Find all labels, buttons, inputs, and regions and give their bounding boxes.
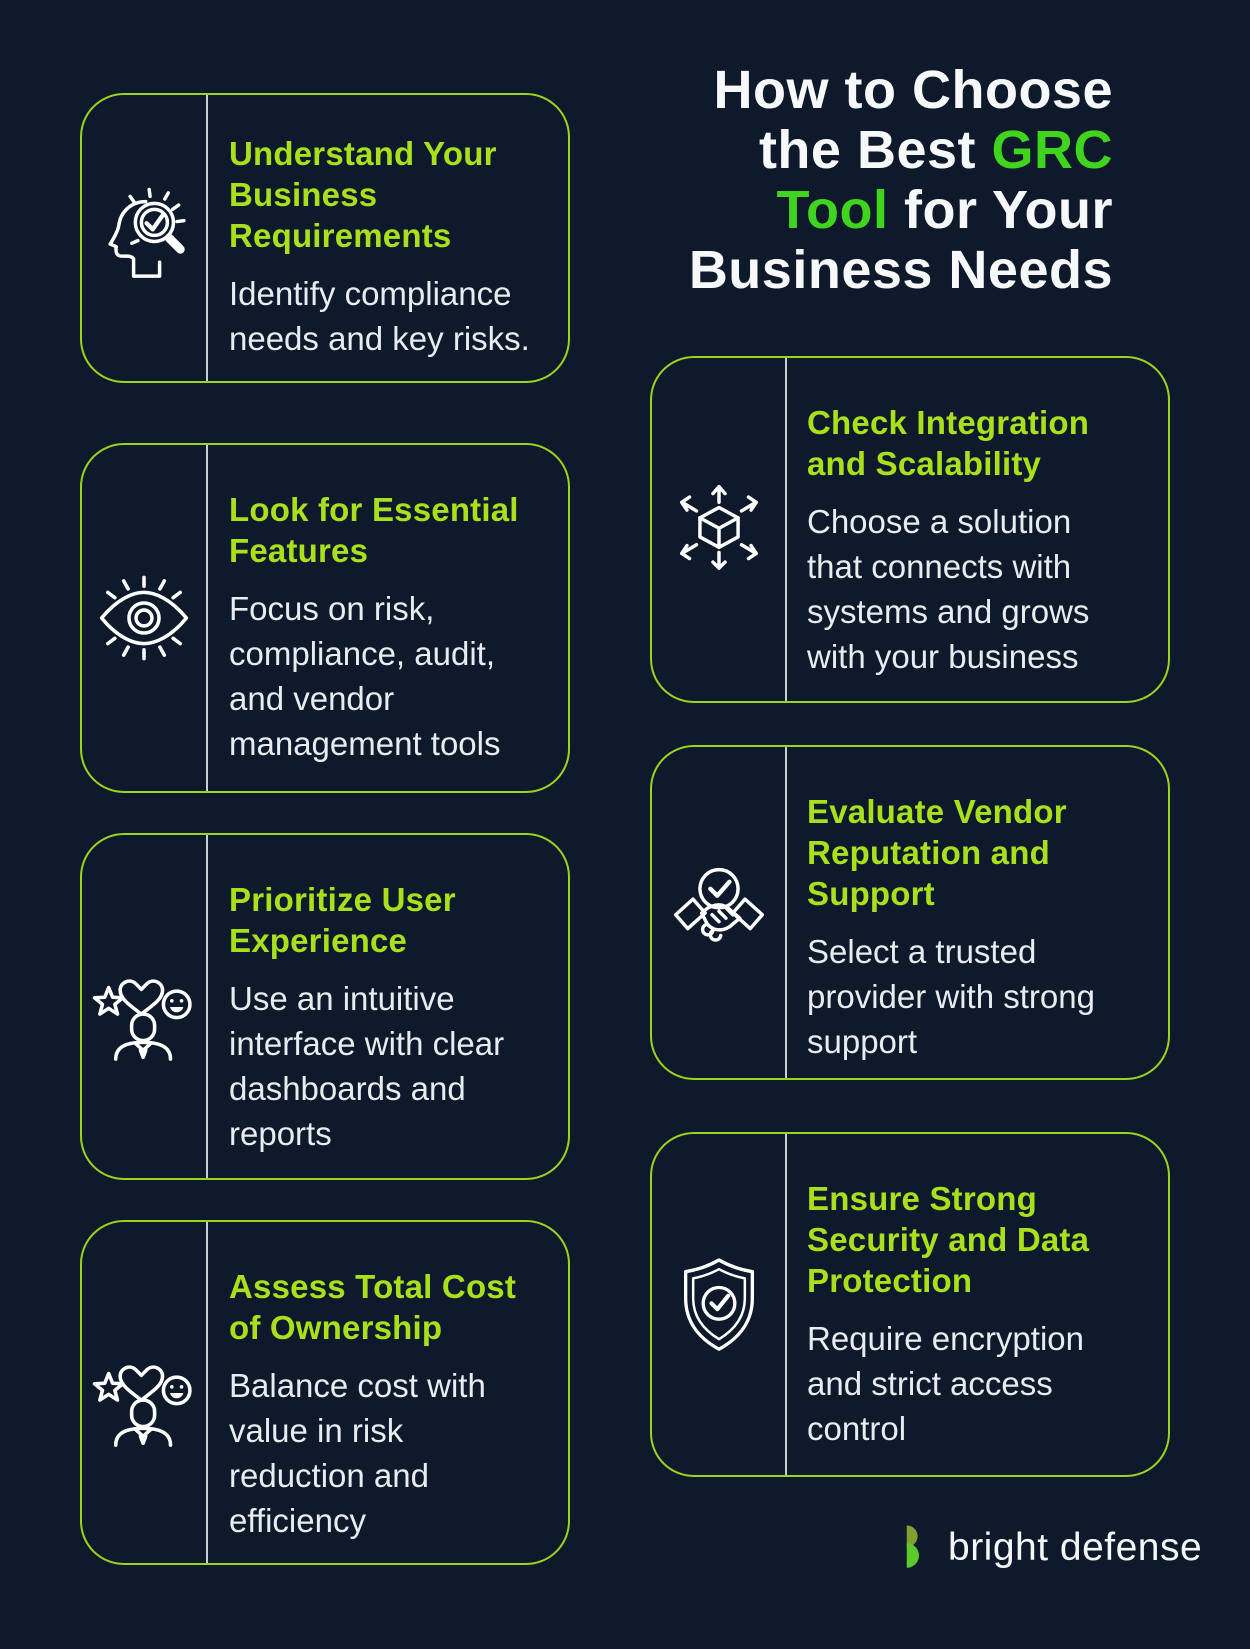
shield-check-icon [683, 1257, 754, 1351]
card-understand-business-requirements: Understand Your Business Requirements Id… [80, 93, 570, 383]
title-text: Business Needs [688, 240, 1113, 300]
title-line-4: Business Needs [590, 240, 1113, 300]
card-icon-zone [82, 95, 208, 381]
handshake-check-icon [673, 867, 764, 942]
card-heading: Assess Total Cost of Ownership [229, 1268, 517, 1346]
title-line-2: the Best GRC [590, 120, 1113, 180]
title-line-1: How to Choose [590, 60, 1113, 120]
card-icon-zone [652, 747, 787, 1078]
page-title: How to Choose the Best GRC Tool for Your… [590, 60, 1113, 300]
title-accent-text: Tool [776, 180, 889, 240]
card-icon-zone [82, 1222, 208, 1563]
user-experience-icon [92, 978, 192, 1061]
card-heading: Evaluate Vendor Reputation and Support [807, 793, 1067, 912]
card-icon-zone [82, 835, 208, 1178]
card-body: Use an intuitive interface with clear da… [229, 980, 505, 1152]
card-evaluate-vendor-reputation-and-support: Evaluate Vendor Reputation and Support S… [650, 745, 1170, 1080]
card-icon-zone [652, 1134, 787, 1475]
card-heading: Look for Essential Features [229, 491, 519, 569]
card-text-zone: Ensure Strong Security and Data Protecti… [787, 1134, 1168, 1475]
card-heading: Understand Your Business Requirements [229, 135, 497, 254]
card-text-zone: Look for Essential Features Focus on ris… [208, 445, 568, 791]
card-body: Select a trusted provider with strong su… [807, 933, 1095, 1060]
card-ensure-strong-security-and-data-protection: Ensure Strong Security and Data Protecti… [650, 1132, 1170, 1477]
title-text: for Your [888, 180, 1113, 240]
cube-arrows-icon [679, 484, 758, 570]
head-magnifier-icon [108, 187, 186, 278]
card-text-zone: Prioritize User Experience Use an intuit… [208, 835, 568, 1178]
card-text-zone: Evaluate Vendor Reputation and Support S… [787, 747, 1168, 1078]
brand-logo: bright defense [903, 1524, 1202, 1572]
card-icon-zone [652, 358, 787, 701]
card-heading: Check Integration and Scalability [807, 404, 1090, 482]
title-line-3: Tool for Your [590, 180, 1113, 240]
card-body: Choose a solution that connects with sys… [807, 503, 1090, 675]
card-text-zone: Assess Total Cost of Ownership Balance c… [208, 1222, 568, 1563]
card-icon-zone [82, 445, 208, 791]
card-heading: Ensure Strong Security and Data Protecti… [807, 1180, 1090, 1299]
title-accent-text: GRC [991, 120, 1113, 180]
title-text: How to Choose [713, 60, 1113, 120]
card-assess-total-cost-of-ownership: Assess Total Cost of Ownership Balance c… [80, 1220, 570, 1565]
card-body: Balance cost with value in risk reductio… [229, 1367, 486, 1539]
user-experience-icon [92, 1364, 192, 1447]
card-look-for-essential-features: Look for Essential Features Focus on ris… [80, 443, 570, 793]
card-body: Require encryption and strict access con… [807, 1320, 1084, 1447]
card-body: Focus on risk, compliance, audit, and ve… [229, 590, 501, 762]
card-prioritize-user-experience: Prioritize User Experience Use an intuit… [80, 833, 570, 1180]
title-text: the Best [758, 120, 992, 180]
card-check-integration-and-scalability: Check Integration and Scalability Choose… [650, 356, 1170, 703]
card-body: Identify compliance needs and key risks. [229, 275, 530, 357]
eye-icon [99, 575, 189, 661]
bright-defense-logomark [906, 1525, 919, 1568]
brand-name: bright defense [948, 1526, 1203, 1569]
card-text-zone: Understand Your Business Requirements Id… [208, 95, 568, 381]
card-heading: Prioritize User Experience [229, 881, 456, 959]
card-text-zone: Check Integration and Scalability Choose… [787, 358, 1168, 701]
